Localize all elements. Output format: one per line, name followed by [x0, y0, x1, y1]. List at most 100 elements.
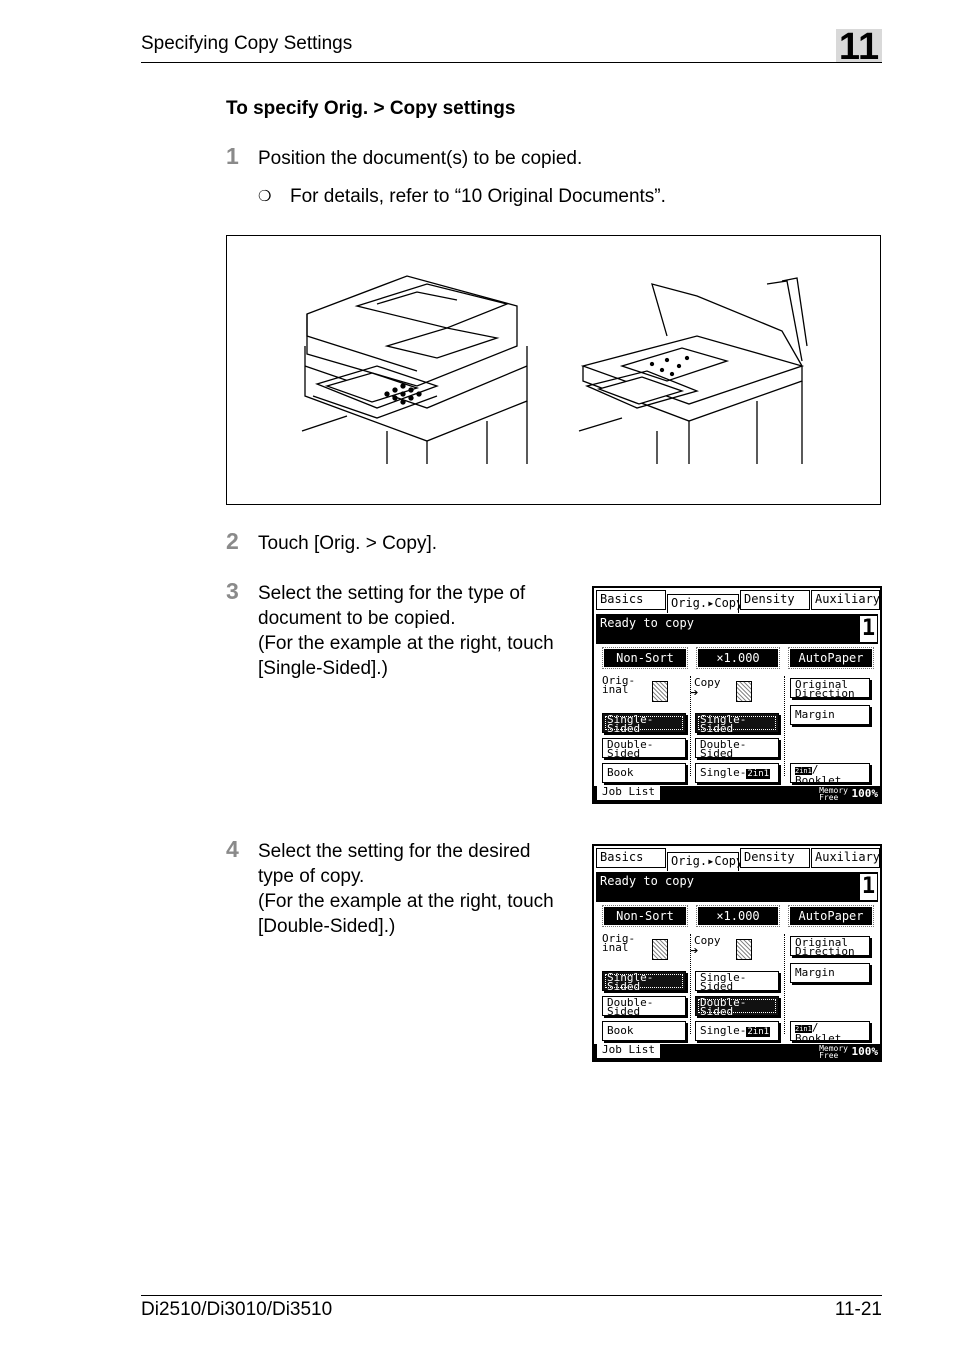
- copy-double-sided-button[interactable]: Double-Sided: [695, 738, 779, 760]
- tab-density[interactable]: Density: [740, 848, 810, 868]
- tab-auxiliary[interactable]: Auxiliary: [811, 590, 880, 610]
- step-3-text: Select the setting for the type of docum…: [258, 581, 554, 681]
- button-label: Single-: [700, 766, 747, 779]
- button-line: Sided: [607, 722, 641, 735]
- chapter-number: 11: [838, 26, 880, 68]
- button-line: Single-: [607, 713, 654, 726]
- job-list-button[interactable]: Job List: [597, 1043, 660, 1058]
- button-line: Booklet: [795, 774, 842, 787]
- tab-orig-copy[interactable]: Orig.▸Copy: [667, 852, 743, 871]
- original-label: Orig-inal: [602, 675, 635, 696]
- original-label-line: inal: [602, 683, 629, 696]
- copy-double-sided-button[interactable]: Double-Sided: [695, 996, 779, 1018]
- copy-count: 1: [860, 874, 877, 900]
- copy-duplex-document-icon: [736, 939, 752, 960]
- original-document-icon: [652, 939, 668, 960]
- document-placement-figure: [226, 235, 881, 505]
- tab-orig-copy[interactable]: Orig.▸Copy: [667, 594, 743, 613]
- column-divider: [784, 676, 785, 776]
- status-text: Ready to copy: [600, 616, 694, 630]
- button-line: Sided: [700, 980, 734, 993]
- autopaper-button[interactable]: AutoPaper: [788, 647, 874, 669]
- bottom-bar: [594, 786, 880, 802]
- original-double-sided-button[interactable]: Double-Sided: [602, 738, 686, 760]
- step-2-number: 2: [226, 528, 239, 554]
- step-4-number: 4: [226, 836, 239, 862]
- copy-count: 1: [860, 616, 877, 642]
- original-single-sided-button[interactable]: Single-Sided: [602, 971, 686, 992]
- button-line: Sided: [700, 747, 734, 760]
- step-4-text: Select the setting for the desired type …: [258, 839, 554, 939]
- bottom-bar: [594, 1044, 880, 1060]
- footer-model: Di2510/Di3010/Di3510: [141, 1299, 333, 1320]
- button-line: Sided: [700, 1005, 734, 1018]
- button-line: Sided: [607, 747, 641, 760]
- footer-rule: [141, 1295, 882, 1296]
- memory-free-value: 100%: [851, 1045, 879, 1058]
- zoom-button[interactable]: ×1.000: [696, 647, 780, 669]
- button-line: Direction: [795, 945, 855, 958]
- memory-free-value: 100%: [851, 787, 879, 800]
- margin-button[interactable]: Margin: [790, 963, 870, 983]
- original-label: Orig-inal: [602, 933, 635, 954]
- arrow-right-icon: ➔: [690, 943, 699, 959]
- margin-button[interactable]: Margin: [790, 705, 870, 725]
- button-line: Single-: [700, 971, 747, 984]
- tab-auxiliary[interactable]: Auxiliary: [811, 848, 880, 868]
- non-sort-button[interactable]: Non-Sort: [602, 647, 688, 669]
- zoom-button[interactable]: ×1.000: [696, 905, 780, 927]
- single-2in1-button[interactable]: Single-2in1: [695, 1021, 779, 1041]
- copy-label: Copy: [694, 934, 721, 947]
- button-line: Double-: [700, 996, 747, 1009]
- step-1-text: Position the document(s) to be copied.: [258, 148, 583, 169]
- tab-basics[interactable]: Basics: [596, 590, 666, 610]
- running-header: Specifying Copy Settings: [141, 33, 353, 54]
- 2in1-badge-icon: 2in1: [746, 769, 771, 779]
- book-button[interactable]: Book: [602, 1021, 686, 1041]
- non-sort-button[interactable]: Non-Sort: [602, 905, 688, 927]
- booklet-button[interactable]: 2in1/Booklet: [790, 763, 870, 787]
- tab-density[interactable]: Density: [740, 590, 810, 610]
- booklet-button[interactable]: 2in1/Booklet: [790, 1021, 870, 1045]
- button-line: Single-: [607, 971, 654, 984]
- book-button[interactable]: Book: [602, 763, 686, 783]
- button-line: Single-: [700, 713, 747, 726]
- job-list-button[interactable]: Job List: [597, 785, 660, 800]
- chapter-tab: [836, 29, 882, 62]
- button-line: /: [811, 763, 819, 776]
- arrow-right-icon: ➔: [690, 685, 699, 701]
- step-4-line: (For the example at the right, touch: [258, 891, 554, 912]
- button-line: Direction: [795, 687, 855, 700]
- original-document-icon: [652, 681, 668, 702]
- tab-basics[interactable]: Basics: [596, 848, 666, 868]
- section-title: To specify Orig. > Copy settings: [226, 98, 516, 119]
- step-1-number: 1: [226, 143, 239, 169]
- step-4-line: Select the setting for the desired: [258, 841, 531, 862]
- header-rule: [141, 62, 882, 63]
- status-text: Ready to copy: [600, 874, 694, 888]
- single-2in1-button[interactable]: Single-2in1: [695, 763, 779, 783]
- original-label-line: inal: [602, 941, 629, 954]
- booklet-badge-icon: 2in1: [795, 767, 812, 775]
- step-3-number: 3: [226, 578, 239, 604]
- original-single-sided-button[interactable]: Single-Sided: [602, 713, 686, 735]
- copy-document-icon: [736, 681, 752, 702]
- column-divider: [690, 676, 691, 776]
- copy-single-sided-button[interactable]: Single-Sided: [695, 713, 779, 734]
- original-double-sided-button[interactable]: Double-Sided: [602, 996, 686, 1017]
- button-line: Booklet: [795, 1032, 842, 1045]
- button-line: /: [811, 1021, 819, 1034]
- step-3-line: document to be copied.: [258, 608, 456, 629]
- memory-line: Memory: [819, 786, 848, 795]
- autopaper-button[interactable]: AutoPaper: [788, 905, 874, 927]
- status-bar: Ready to copy: [596, 614, 878, 644]
- button-line: Double-: [607, 738, 654, 751]
- copy-single-sided-button[interactable]: Single-Sided: [695, 971, 779, 993]
- column-divider: [690, 934, 691, 1034]
- control-panel-screen-step3: Basics Orig.▸Copy Density Auxiliary Read…: [592, 586, 882, 804]
- 2in1-badge-icon: 2in1: [746, 1027, 771, 1037]
- button-line: Double-: [607, 996, 654, 1009]
